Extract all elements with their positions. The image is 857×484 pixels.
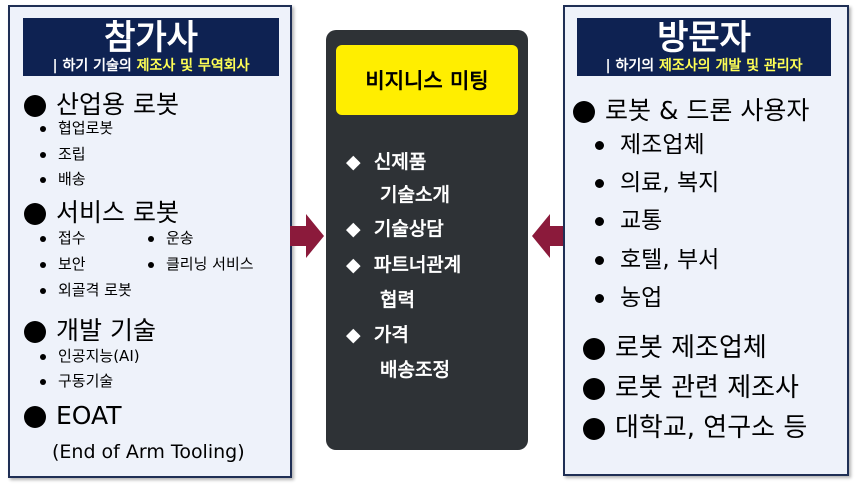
business-meeting-panel: 비지니스 미팅 ◆ 신제품 기술소개 ◆ 기술상담 ◆ 파트너관계 협력 ◆ 가… xyxy=(326,30,528,450)
visitors-subtitle-highlight: 제조사의 개발 및 관리자 xyxy=(659,58,803,74)
bullet-icon xyxy=(24,321,46,343)
visitors-title: 방문자 xyxy=(657,18,751,58)
list-item: 운송 xyxy=(148,227,194,248)
list-item: 구동기술 xyxy=(40,370,113,391)
bullet-icon xyxy=(40,235,46,242)
list-item: 인공지능(AI) xyxy=(40,345,140,366)
diamond-icon: ◆ xyxy=(346,254,361,276)
section-service-robot: 서비스 로봇 xyxy=(24,193,179,229)
section-robot-drone-users: 로봇 & 드론 사용자 xyxy=(573,91,809,127)
bullet-icon xyxy=(40,378,46,385)
section-universities: 대학교, 연구소 등 xyxy=(583,407,807,444)
visitors-panel: 방문자 | 하기의 제조사의 개발 및 관리자 로봇 & 드론 사용자 제조업체… xyxy=(563,5,849,476)
list-item: 제조업체 xyxy=(595,125,705,159)
list-item: 접수 xyxy=(40,227,86,248)
meeting-item: ◆ 가격 xyxy=(346,324,409,346)
list-item: 협업로봇 xyxy=(40,117,113,138)
bullet-icon xyxy=(24,95,46,117)
list-item: 보안 xyxy=(40,253,86,274)
list-item: 클리닝 서비스 xyxy=(148,253,254,274)
bullet-icon xyxy=(148,235,154,242)
bullet-icon xyxy=(573,101,595,123)
bullet-icon xyxy=(595,294,604,303)
section-robot-makers: 로봇 제조업체 xyxy=(583,327,767,364)
visitors-subtitle: | 하기의 xyxy=(605,58,660,74)
bullet-icon xyxy=(40,176,46,183)
bullet-icon xyxy=(24,203,46,225)
exhibitors-panel: 참가사 | 하기 기술의 제조사 및 무역회사 산업용 로봇 협업로봇 조립 배… xyxy=(8,5,292,478)
bullet-icon xyxy=(40,125,46,132)
list-item: 조립 xyxy=(40,143,86,164)
list-item: 의료, 복지 xyxy=(595,163,719,197)
bullet-icon xyxy=(583,417,605,440)
arrow-left-icon xyxy=(532,214,566,258)
section-dev-tech: 개발 기술 xyxy=(24,311,156,347)
bullet-icon xyxy=(40,287,46,294)
business-meeting-title: 비지니스 미팅 xyxy=(336,45,518,115)
visitors-header: 방문자 | 하기의 제조사의 개발 및 관리자 xyxy=(577,18,831,76)
bullet-icon xyxy=(595,256,604,265)
diamond-icon: ◆ xyxy=(346,151,361,173)
bullet-icon xyxy=(148,261,154,268)
bullet-icon xyxy=(583,337,605,360)
diamond-icon: ◆ xyxy=(346,324,361,346)
exhibitors-header: 참가사 | 하기 기술의 제조사 및 무역회사 xyxy=(23,18,279,76)
bullet-icon xyxy=(24,406,46,428)
diamond-icon: ◆ xyxy=(346,218,361,240)
list-item: 배송 xyxy=(40,168,86,189)
list-item: 농업 xyxy=(595,278,662,312)
eoat-note: (End of Arm Tooling) xyxy=(52,441,245,463)
bullet-icon xyxy=(40,151,46,158)
list-item: 호텔, 부서 xyxy=(595,240,719,274)
bullet-icon xyxy=(595,217,604,226)
section-industrial-robot: 산업용 로봇 xyxy=(24,85,179,121)
meeting-item: ◆ 신제품 xyxy=(346,151,427,173)
list-item: 교통 xyxy=(595,201,662,235)
exhibitors-subtitle-highlight: 제조사 및 무역회사 xyxy=(136,58,250,74)
section-eoat: EOAT xyxy=(24,401,121,430)
bullet-icon xyxy=(595,141,604,150)
exhibitors-title: 참가사 xyxy=(104,18,198,58)
meeting-item-cont: 기술소개 xyxy=(380,184,450,206)
meeting-item: ◆ 기술상담 xyxy=(346,218,444,240)
bullet-icon xyxy=(40,353,46,360)
arrow-right-icon xyxy=(290,214,324,258)
meeting-item: ◆ 파트너관계 xyxy=(346,254,462,276)
meeting-item-cont: 배송조정 xyxy=(380,359,450,381)
bullet-icon xyxy=(583,377,605,400)
exhibitors-subtitle: | 하기 기술의 xyxy=(52,58,137,74)
section-robot-related-makers: 로봇 관련 제조사 xyxy=(583,367,799,404)
list-item: 외골격 로봇 xyxy=(40,279,132,300)
bullet-icon xyxy=(40,261,46,268)
meeting-item-cont: 협력 xyxy=(380,289,415,311)
bullet-icon xyxy=(595,179,604,188)
